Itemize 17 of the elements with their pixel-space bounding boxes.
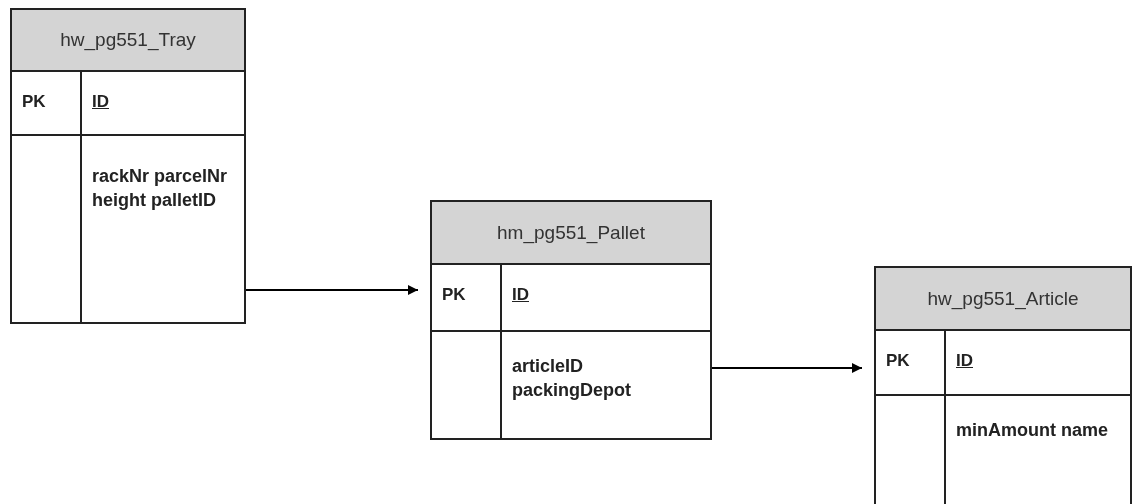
field-name: ID [92,92,109,112]
entity-table [10,8,246,324]
field-list: articleID packingDepot [512,354,696,402]
table-title: hw_pg551_Tray [12,10,244,72]
key-label: PK [886,351,910,371]
table-title: hm_pg551_Pallet [432,202,710,265]
field-list: rackNr parcelNr height palletID [92,164,230,212]
entity-table [874,266,1132,504]
field-name: ID [512,285,529,305]
key-label: PK [22,92,46,112]
table-title: hw_pg551_Article [876,268,1130,331]
field-name: ID [956,351,973,371]
arrow [711,363,863,373]
entity-table [430,200,712,440]
key-label: PK [442,285,466,305]
arrow [245,285,419,295]
field-list: minAmount name [956,418,1116,442]
